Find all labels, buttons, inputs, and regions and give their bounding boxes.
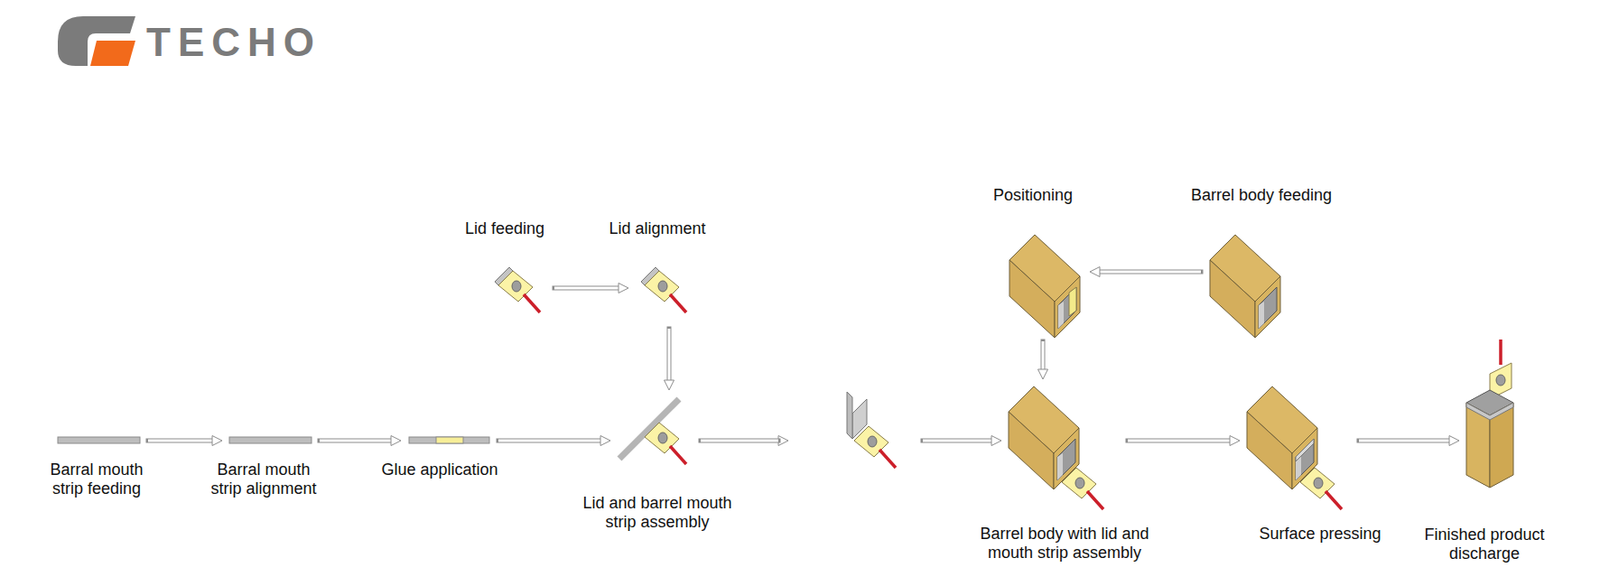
arrow-shaft-outline — [554, 286, 619, 291]
arrow-shaft — [1358, 439, 1450, 443]
process-step: Lid and barrel mouth strip assembly — [613, 393, 698, 474]
arrow-shaft-outline — [1127, 438, 1230, 444]
process-step: Glue application — [404, 424, 495, 457]
step-caption-box: Finished product discharge — [1416, 525, 1553, 564]
arrow-shaft — [1099, 270, 1201, 274]
arrow-shaft-outline — [1358, 438, 1450, 444]
arrow-shaft-outline — [498, 438, 601, 444]
process-step: Lid alignment — [632, 263, 698, 326]
flow-arrow — [554, 288, 619, 289]
arrow-shaft — [498, 439, 601, 443]
arrow-shaft-outline — [1041, 341, 1046, 370]
step-caption-box: Barral mouth strip feeding — [37, 460, 156, 499]
arrow-shaft-outline — [148, 438, 213, 444]
step-caption: Barral mouth strip alignment — [200, 460, 327, 499]
flow-arrow — [498, 440, 601, 442]
step-caption: Glue application — [372, 460, 508, 480]
glue-patch — [436, 437, 464, 444]
step-caption: Lid and barrel mouth strip assembly — [576, 493, 739, 532]
mouth-strip-diagonal — [619, 399, 680, 459]
step-caption: Barral mouth strip feeding — [37, 460, 156, 499]
lid-figure — [1061, 467, 1104, 510]
flow-arrow — [1042, 341, 1044, 370]
lid-knob — [1496, 374, 1506, 386]
step-caption-box: Lid feeding — [455, 219, 555, 239]
barrel-figure — [1009, 234, 1080, 338]
pressed-lining — [1295, 438, 1314, 462]
mouth-strip — [57, 437, 140, 444]
arrow-shaft-outline — [1099, 269, 1201, 275]
flow-arrow — [148, 440, 213, 442]
flow-arrow — [669, 328, 670, 381]
barrel-figure — [1008, 386, 1080, 490]
process-step: Barral mouth strip feeding — [54, 424, 145, 457]
step-caption: Finished product discharge — [1416, 525, 1553, 564]
lid-in-barrel — [1069, 287, 1077, 317]
step-caption: Lid feeding — [455, 219, 555, 239]
barrel-figure — [1246, 386, 1318, 490]
lid-figure — [854, 426, 896, 468]
step-caption-box: Surface pressing — [1252, 524, 1388, 544]
lid-handle — [1498, 339, 1503, 365]
step-caption-box: Glue application — [372, 460, 508, 480]
step-caption: Lid alignment — [598, 219, 717, 239]
arrow-shaft — [1127, 439, 1230, 443]
barrel-figure — [1209, 234, 1281, 338]
arrow-shaft-outline — [667, 328, 672, 381]
step-caption-box: Barrel body with lid and mouth strip ass… — [967, 524, 1163, 563]
process-step: Barrel body feeding — [1204, 232, 1286, 338]
process-step: Barral mouth strip alignment — [225, 424, 317, 457]
step-caption: Surface pressing — [1252, 524, 1388, 544]
arrow-shaft-outline — [700, 438, 992, 444]
step-caption: Barrel body with lid and mouth strip ass… — [967, 524, 1163, 563]
lid-figure — [644, 270, 687, 313]
flow-arrow — [319, 440, 391, 442]
mouth-strip-rim — [1466, 402, 1514, 420]
lid-figure — [1300, 467, 1342, 510]
brand-wordmark: TECHO — [146, 19, 322, 66]
step-caption-box: Lid alignment — [598, 219, 717, 239]
flow-arrow — [700, 440, 992, 442]
process-step: Lid feeding — [485, 263, 551, 326]
step-caption-box: Barrel body feeding — [1184, 186, 1339, 205]
lid-figure — [644, 422, 687, 465]
process-step: Positioning — [1004, 232, 1087, 338]
flow-arrow — [1358, 440, 1450, 442]
mouth-strip — [229, 437, 312, 444]
lid-figure — [498, 270, 540, 313]
step-caption-box: Lid and barrel mouth strip assembly — [576, 493, 739, 532]
arrow-shaft — [554, 287, 619, 290]
step-caption: Positioning — [983, 186, 1083, 205]
step-caption-box: Barral mouth strip alignment — [200, 460, 327, 499]
flow-arrow — [1099, 271, 1201, 273]
folded-strip-wall — [846, 391, 853, 439]
flow-arrow — [1127, 440, 1230, 442]
arrow-shaft — [668, 328, 671, 381]
arrow-shaft-outline — [319, 438, 391, 444]
step-caption-box: Positioning — [983, 186, 1083, 205]
logo-mark — [57, 16, 136, 66]
step-caption: Barrel body feeding — [1184, 186, 1339, 205]
process-step: Finished product discharge — [1462, 335, 1517, 490]
mouth-strip — [409, 437, 490, 444]
arrow-shaft — [700, 439, 992, 443]
arrow-shaft — [148, 439, 213, 443]
process-step: Surface pressing — [1243, 382, 1356, 512]
process-step: Barrel body with lid and mouth strip ass… — [1004, 382, 1125, 512]
arrow-shaft — [1041, 341, 1045, 370]
logo-accent — [90, 40, 136, 66]
arrow-shaft — [319, 439, 391, 443]
